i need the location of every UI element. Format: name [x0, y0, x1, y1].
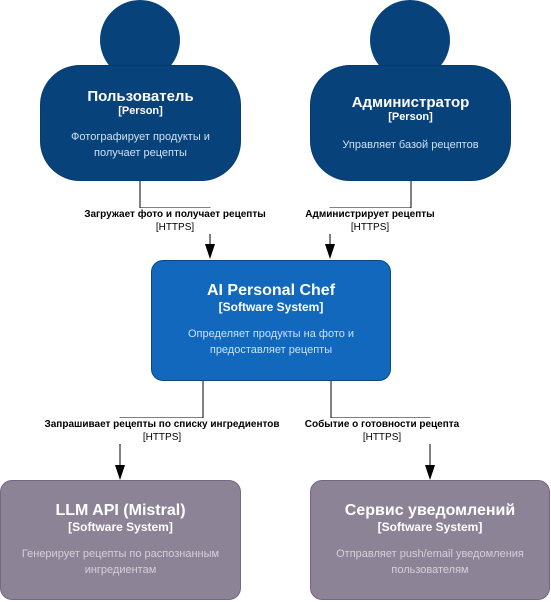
- notify-name: Сервис уведомлений: [344, 502, 516, 519]
- relation-system-notify: Событие о готовности рецепта [HTTPS]: [298, 418, 466, 444]
- main-system-box: AI Personal Chef [Software System] Опред…: [151, 260, 391, 381]
- notify-system-box: Сервис уведомлений [Software System] Отп…: [310, 480, 550, 600]
- system-name: AI Personal Chef: [206, 282, 336, 299]
- relation-system-notify-tech: [HTTPS]: [362, 432, 402, 443]
- admin-person-box: Администратор [Person] Управляет базой р…: [310, 65, 511, 181]
- relation-admin-system: Администрирует рецепты [HTTPS]: [300, 208, 440, 234]
- relation-user-system-tech: [HTTPS]: [155, 222, 195, 233]
- llm-description: Генерирует рецепты по распознанным ингре…: [21, 548, 220, 576]
- admin-description: Управляет базой рецептов: [342, 139, 479, 151]
- admin-name: Администратор: [351, 94, 470, 111]
- arrowhead-system-notify: [425, 465, 435, 480]
- llm-type: [Software System]: [68, 520, 173, 534]
- llm-name: LLM API (Mistral): [55, 502, 186, 519]
- relation-user-system-label: Загружает фото и получает рецепты: [84, 209, 266, 220]
- arrowhead-system-llm: [115, 465, 125, 480]
- user-name: Пользователь: [87, 88, 194, 105]
- notify-description: Отправляет push/email уведомления пользо…: [336, 548, 524, 576]
- notify-type: [Software System]: [377, 520, 483, 534]
- user-person-box: Пользователь [Person] Фотографирует прод…: [40, 65, 241, 181]
- user-type: [Person]: [118, 105, 163, 117]
- relation-system-llm-tech: [HTTPS]: [142, 432, 182, 443]
- relation-system-notify-label: Событие о готовности рецепта: [304, 419, 460, 430]
- admin-type: [Person]: [388, 111, 433, 123]
- relation-system-llm: Запрашивает рецепты по списку ингредиент…: [38, 418, 286, 444]
- system-description: Определяет продукты на фото и предоставл…: [187, 328, 355, 356]
- relation-system-llm-label: Запрашивает рецепты по списку ингредиент…: [44, 419, 280, 430]
- relation-user-system: Загружает фото и получает рецепты [HTTPS…: [80, 208, 270, 234]
- user-description: Фотографирует продукты и получает рецепт…: [71, 131, 210, 159]
- relation-admin-system-tech: [HTTPS]: [350, 222, 390, 233]
- llm-system-box: LLM API (Mistral) [Software System] Гене…: [0, 480, 241, 600]
- system-type: [Software System]: [218, 300, 324, 314]
- arrowhead-user-system: [205, 244, 215, 259]
- relation-admin-system-label: Администрирует рецепты: [305, 209, 435, 220]
- arrowhead-admin-system: [325, 244, 335, 259]
